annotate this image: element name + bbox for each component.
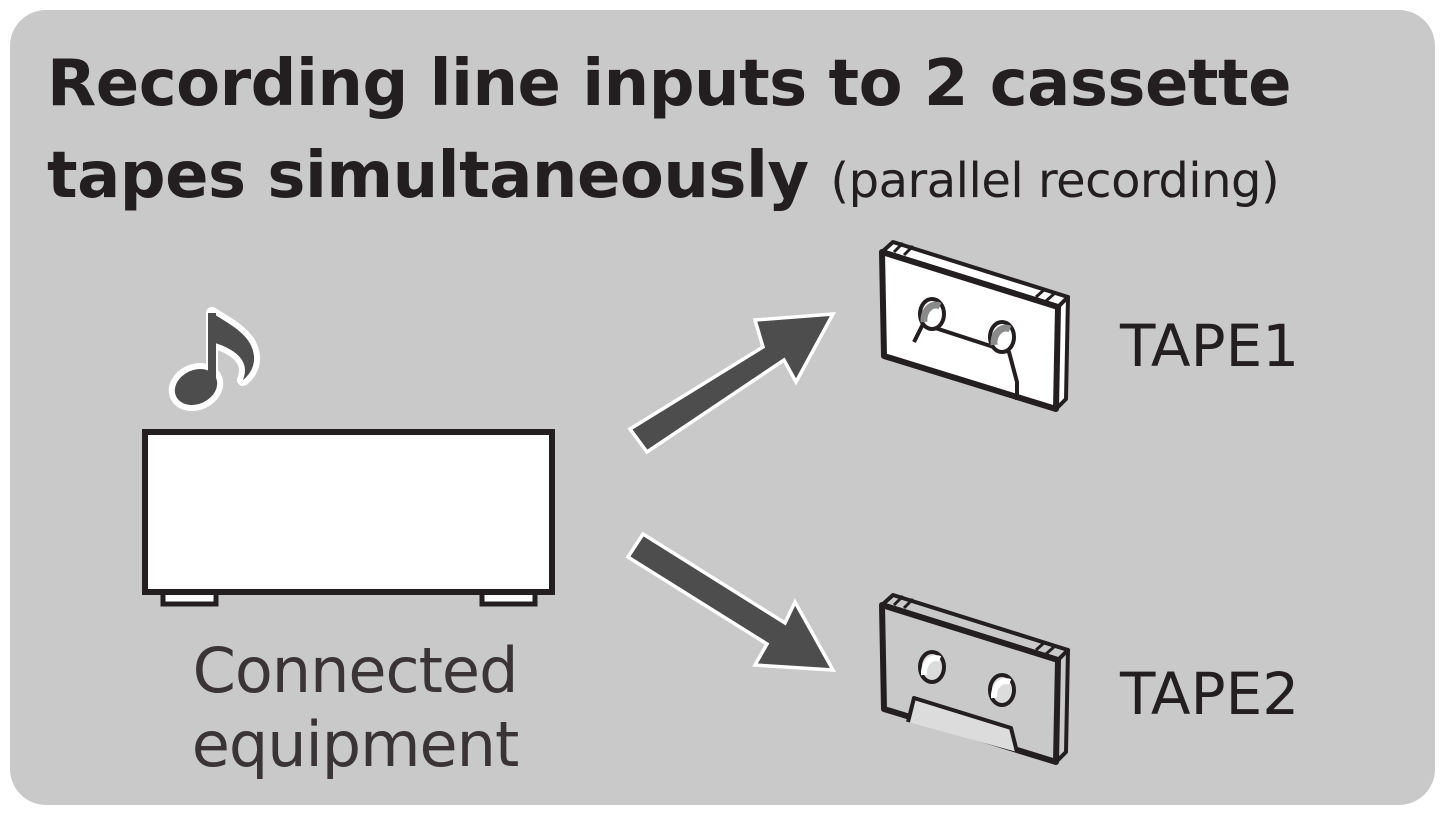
connected-equipment-label-line2: equipment xyxy=(191,708,520,781)
tape1-cassette-icon xyxy=(879,240,1070,412)
diagram-title: Recording line inputs to 2 cassette tape… xyxy=(47,38,1417,227)
diagram-panel xyxy=(10,10,1435,805)
connected-equipment-label-line1: Connected xyxy=(192,634,519,707)
title-main: Recording line inputs to 2 cassette tape… xyxy=(47,47,1292,213)
tape2-cassette-icon xyxy=(879,593,1070,765)
connected-equipment-label: Connected equipment xyxy=(150,634,560,782)
music-note-icon xyxy=(168,307,261,411)
arrow-to-tape1-icon xyxy=(627,312,837,455)
title-subtitle: (parallel recording) xyxy=(830,153,1280,209)
tape2-label: TAPE2 xyxy=(1120,660,1300,728)
arrow-to-tape2-icon xyxy=(625,531,837,672)
tape1-label: TAPE1 xyxy=(1120,312,1300,380)
equipment-icon xyxy=(142,429,555,607)
